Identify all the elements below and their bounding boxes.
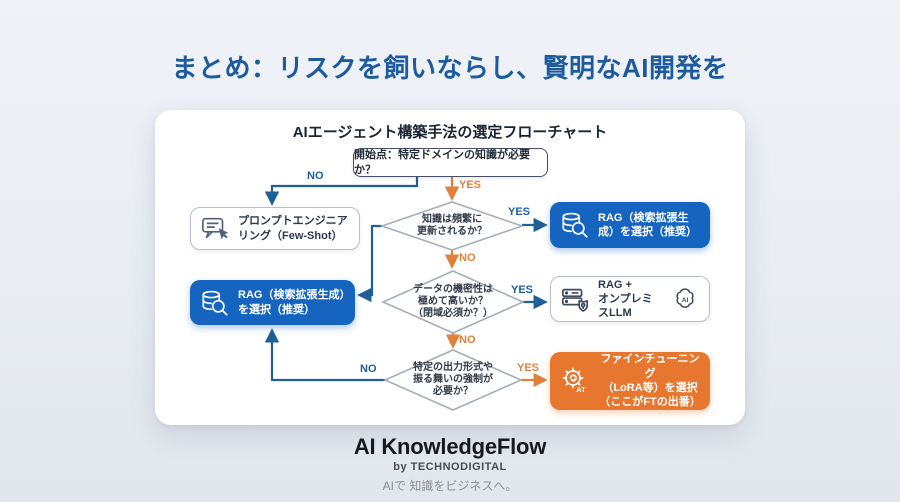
d3-line2: 振る舞いの強制が (413, 374, 493, 385)
finetune-line1: ファインチューニング (600, 353, 700, 380)
gear-tuning-text: AT (576, 385, 586, 394)
rag-left-node: RAG（検索拡張生成）を選択（推奨） (190, 280, 355, 325)
d2-line3: （閉域必須か？） (413, 308, 493, 319)
finetune-line2: （LoRA等）を選択 (602, 382, 698, 394)
prompt-engineering-node: プロンプトエンジニアリング（Few-Shot） (190, 207, 360, 250)
finetune-line3: （ここがFTの出番） (599, 396, 701, 409)
label-start-no: NO (307, 170, 324, 182)
brand-byline: by TECHNODIGITAL (393, 461, 507, 473)
label-d2-yes: YES (511, 284, 534, 296)
brand-logo: AI KnowledgeFlow (353, 434, 547, 459)
start-node-label: 開始点：特定ドメインの知識が必要か？ (354, 149, 530, 176)
edge-d1-to-rag-left (357, 224, 382, 303)
onprem-label: RAG + オンプレミスLLM (598, 278, 662, 321)
onprem-label-line1: RAG + (598, 278, 632, 291)
rag-left-label: RAG（検索拡張生成）を選択（推奨） (238, 289, 345, 316)
brain-ai-text: AI (682, 297, 689, 304)
label-d2-no: NO (459, 334, 476, 346)
start-node: 開始点：特定ドメインの知識が必要か？ (353, 148, 548, 177)
decision-d1-text: 知識は頻繁に 更新されるか？ (377, 214, 527, 238)
d2-line2: 極めて高いか？ (418, 296, 488, 307)
label-d1-yes: YES (508, 206, 531, 218)
gear-tuning-icon: AT (559, 365, 591, 397)
flowchart-edges (264, 177, 548, 411)
decision-d3-shape (383, 349, 523, 411)
label-d3-no: NO (360, 363, 377, 375)
edge-d3-no (264, 328, 385, 382)
rag-top-node: RAG（検索拡張生成）を選択（推奨） (550, 202, 710, 248)
rag-top-label: RAG（検索拡張生成）を選択（推奨） (598, 211, 697, 238)
brain-ai-icon: AI (670, 284, 700, 314)
finetune-label: ファインチューニング （LoRA等）を選択 （ここがFTの出番） (599, 352, 701, 409)
flowchart-card: AIエージェント構築手法の選定フローチャート (155, 110, 745, 425)
database-search-icon (560, 210, 590, 240)
brand-tagline: AIで 知識をビジネスへ。 (382, 479, 518, 493)
d1-line1: 知識は頻繁に (422, 214, 482, 225)
decision-d2-shape (381, 270, 525, 334)
onprem-label-line2: オンプレミスLLM (598, 292, 653, 320)
edge-start-no (264, 177, 419, 206)
finetune-node: AT ファインチューニング （LoRA等）を選択 （ここがFTの出番） (550, 352, 710, 410)
database-search-icon (200, 288, 230, 318)
prompt-engineering-label: プロンプトエンジニアリング（Few-Shot） (238, 215, 348, 242)
d2-line1: データの機密性は (413, 284, 493, 295)
onprem-node: RAG + オンプレミスLLM AI (550, 276, 710, 322)
decision-d2-text: データの機密性は 極めて高いか？ （閉域必須か？） (373, 284, 533, 320)
chat-pointer-icon (200, 214, 230, 244)
decision-d3-text: 特定の出力形式や 振る舞いの強制が 必要か？ (378, 362, 528, 398)
server-lock-icon (560, 284, 590, 314)
label-start-yes: YES (459, 179, 482, 191)
label-d3-yes: YES (517, 362, 540, 374)
d1-line2: 更新されるか？ (417, 226, 487, 237)
d3-line1: 特定の出力形式や (413, 362, 493, 373)
label-d1-no: NO (459, 252, 476, 264)
page-title: まとめ：リスクを飼いならし、賢明なAI開発を (171, 53, 729, 83)
decision-d1-shape (379, 201, 525, 251)
d3-line3: 必要か？ (433, 386, 473, 397)
flowchart-title: AIエージェント構築手法の選定フローチャート (292, 124, 608, 141)
